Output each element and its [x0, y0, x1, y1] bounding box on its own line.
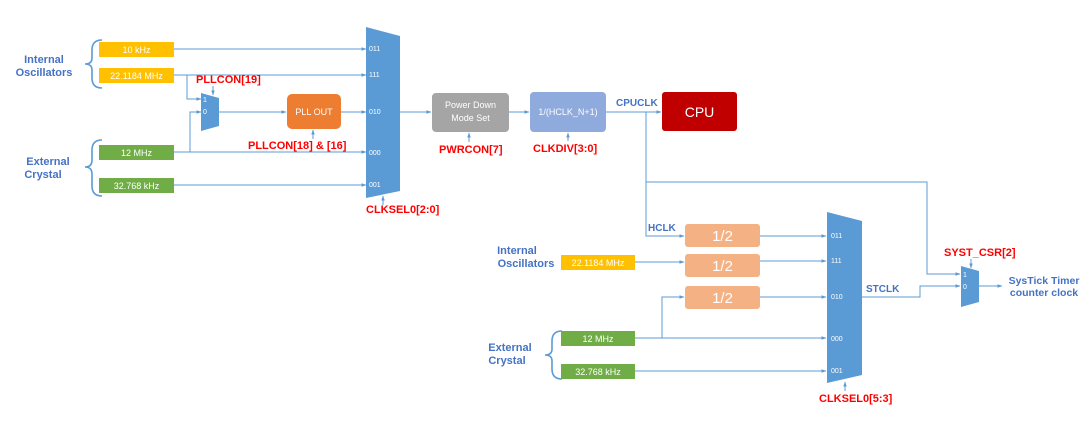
main-mux-input-010: 010	[369, 109, 381, 116]
bottom-external-label-1: External	[488, 342, 531, 354]
st-mux-input-000: 000	[831, 336, 843, 343]
cpuclk-label: CPUCLK	[616, 98, 658, 109]
bottom-internal-label-2: Oscillators	[498, 258, 555, 270]
st-mux-input-111: 111	[831, 258, 842, 265]
bottom-external-group: External Crystal	[488, 330, 563, 380]
wire-22m-to-pll-mux	[174, 74, 202, 101]
wire-cpuclk-to-systick-mux	[646, 181, 961, 276]
clksel0-20-label: CLKSEL0[2:0]	[366, 204, 440, 216]
pwrcon-label: PWRCON[7]	[439, 144, 503, 156]
power-down-block: Power Down Mode Set	[432, 93, 509, 132]
wire-12m-to-pll-mux	[174, 110, 202, 153]
hclk-divider-block: 1/(HCLK_N+1)	[530, 92, 606, 132]
systick-output-label-1: SysTick Timer	[1009, 275, 1080, 287]
clksel0-53-label: CLKSEL0[5:3]	[819, 393, 893, 405]
bottom-internal-label-1: Internal	[497, 245, 537, 257]
top-internal-brace	[84, 39, 103, 89]
systick-mux-input-1: 1	[963, 272, 967, 279]
source-label: 22.1184 MHz	[110, 71, 163, 81]
source-label: 32.768 kHz	[114, 181, 160, 191]
pll-mux-input-1: 1	[203, 97, 207, 104]
pll-out-block: PLL OUT	[287, 94, 341, 129]
top-internal-group: Internal Oscillators	[16, 39, 103, 89]
bottom-source-32khz: 32.768 kHz	[561, 364, 635, 379]
source-label: 12 MHz	[121, 148, 153, 158]
top-source-32khz: 32.768 kHz	[99, 178, 174, 193]
wire-stclk-to-systick-mux	[862, 284, 961, 298]
wire-12m-to-div2	[661, 295, 685, 338]
top-external-brace	[84, 139, 103, 197]
pll-mux: 1 0	[201, 93, 219, 131]
wire-hclk-to-div1	[645, 112, 685, 238]
pll-out-label: PLL OUT	[295, 107, 333, 117]
bottom-source-12mhz: 12 MHz	[561, 331, 635, 346]
bottom-external-brace	[544, 330, 563, 380]
power-down-label-2: Mode Set	[451, 113, 490, 123]
systick-mux-input-0: 0	[963, 284, 967, 291]
source-label: 10 kHz	[122, 45, 151, 55]
systick-mux: 1 0	[961, 266, 979, 307]
main-mux-input-011: 011	[369, 46, 380, 53]
top-source-10khz: 10 kHz	[99, 42, 174, 57]
divider-label: 1/(HCLK_N+1)	[538, 107, 597, 117]
pllcon19-label: PLLCON[19]	[196, 74, 261, 86]
div2-label: 1/2	[712, 258, 733, 275]
st-mux-input-011: 011	[831, 233, 842, 240]
top-source-22mhz: 22.1184 MHz	[99, 68, 174, 83]
clkdiv-label: CLKDIV[3:0]	[533, 143, 598, 155]
main-mux-input-000: 000	[369, 150, 381, 157]
div2-osc: 1/2	[685, 254, 760, 277]
source-label: 12 MHz	[582, 334, 614, 344]
div2-label: 1/2	[712, 228, 733, 245]
st-mux-input-001: 001	[831, 368, 843, 375]
hclk-label: HCLK	[648, 223, 677, 234]
div2-label: 1/2	[712, 290, 733, 307]
clksel0-main-mux: 011 111 010 000 001	[366, 27, 400, 198]
bottom-source-22mhz: 22.1184 MHz	[561, 255, 635, 270]
source-label: 22.1184 MHz	[572, 258, 625, 268]
power-down-label-1: Power Down	[445, 100, 496, 110]
pllcon18-16-label: PLLCON[18] & [16]	[248, 140, 347, 152]
main-mux-input-111: 111	[369, 72, 380, 79]
pll-mux-input-0: 0	[203, 109, 207, 116]
st-mux-input-010: 010	[831, 294, 843, 301]
stclk-label: STCLK	[866, 284, 900, 295]
top-source-12mhz: 12 MHz	[99, 145, 174, 160]
syst-csr-label: SYST_CSR[2]	[944, 247, 1016, 259]
top-external-label-1: External	[26, 156, 69, 168]
cpu-block: CPU	[662, 92, 737, 131]
top-external-group: External Crystal	[24, 139, 103, 197]
top-internal-label-1: Internal	[24, 54, 64, 66]
source-label: 32.768 kHz	[575, 367, 621, 377]
top-external-label-2: Crystal	[24, 169, 61, 181]
top-internal-label-2: Oscillators	[16, 67, 73, 79]
bottom-external-label-2: Crystal	[488, 355, 525, 367]
div2-xtal: 1/2	[685, 286, 760, 309]
cpu-label: CPU	[685, 104, 715, 120]
div2-hclk: 1/2	[685, 224, 760, 247]
clksel0-systick-mux: 011 111 010 000 001	[827, 212, 862, 383]
main-mux-input-001: 001	[369, 182, 381, 189]
systick-output-label-2: counter clock	[1010, 287, 1078, 299]
